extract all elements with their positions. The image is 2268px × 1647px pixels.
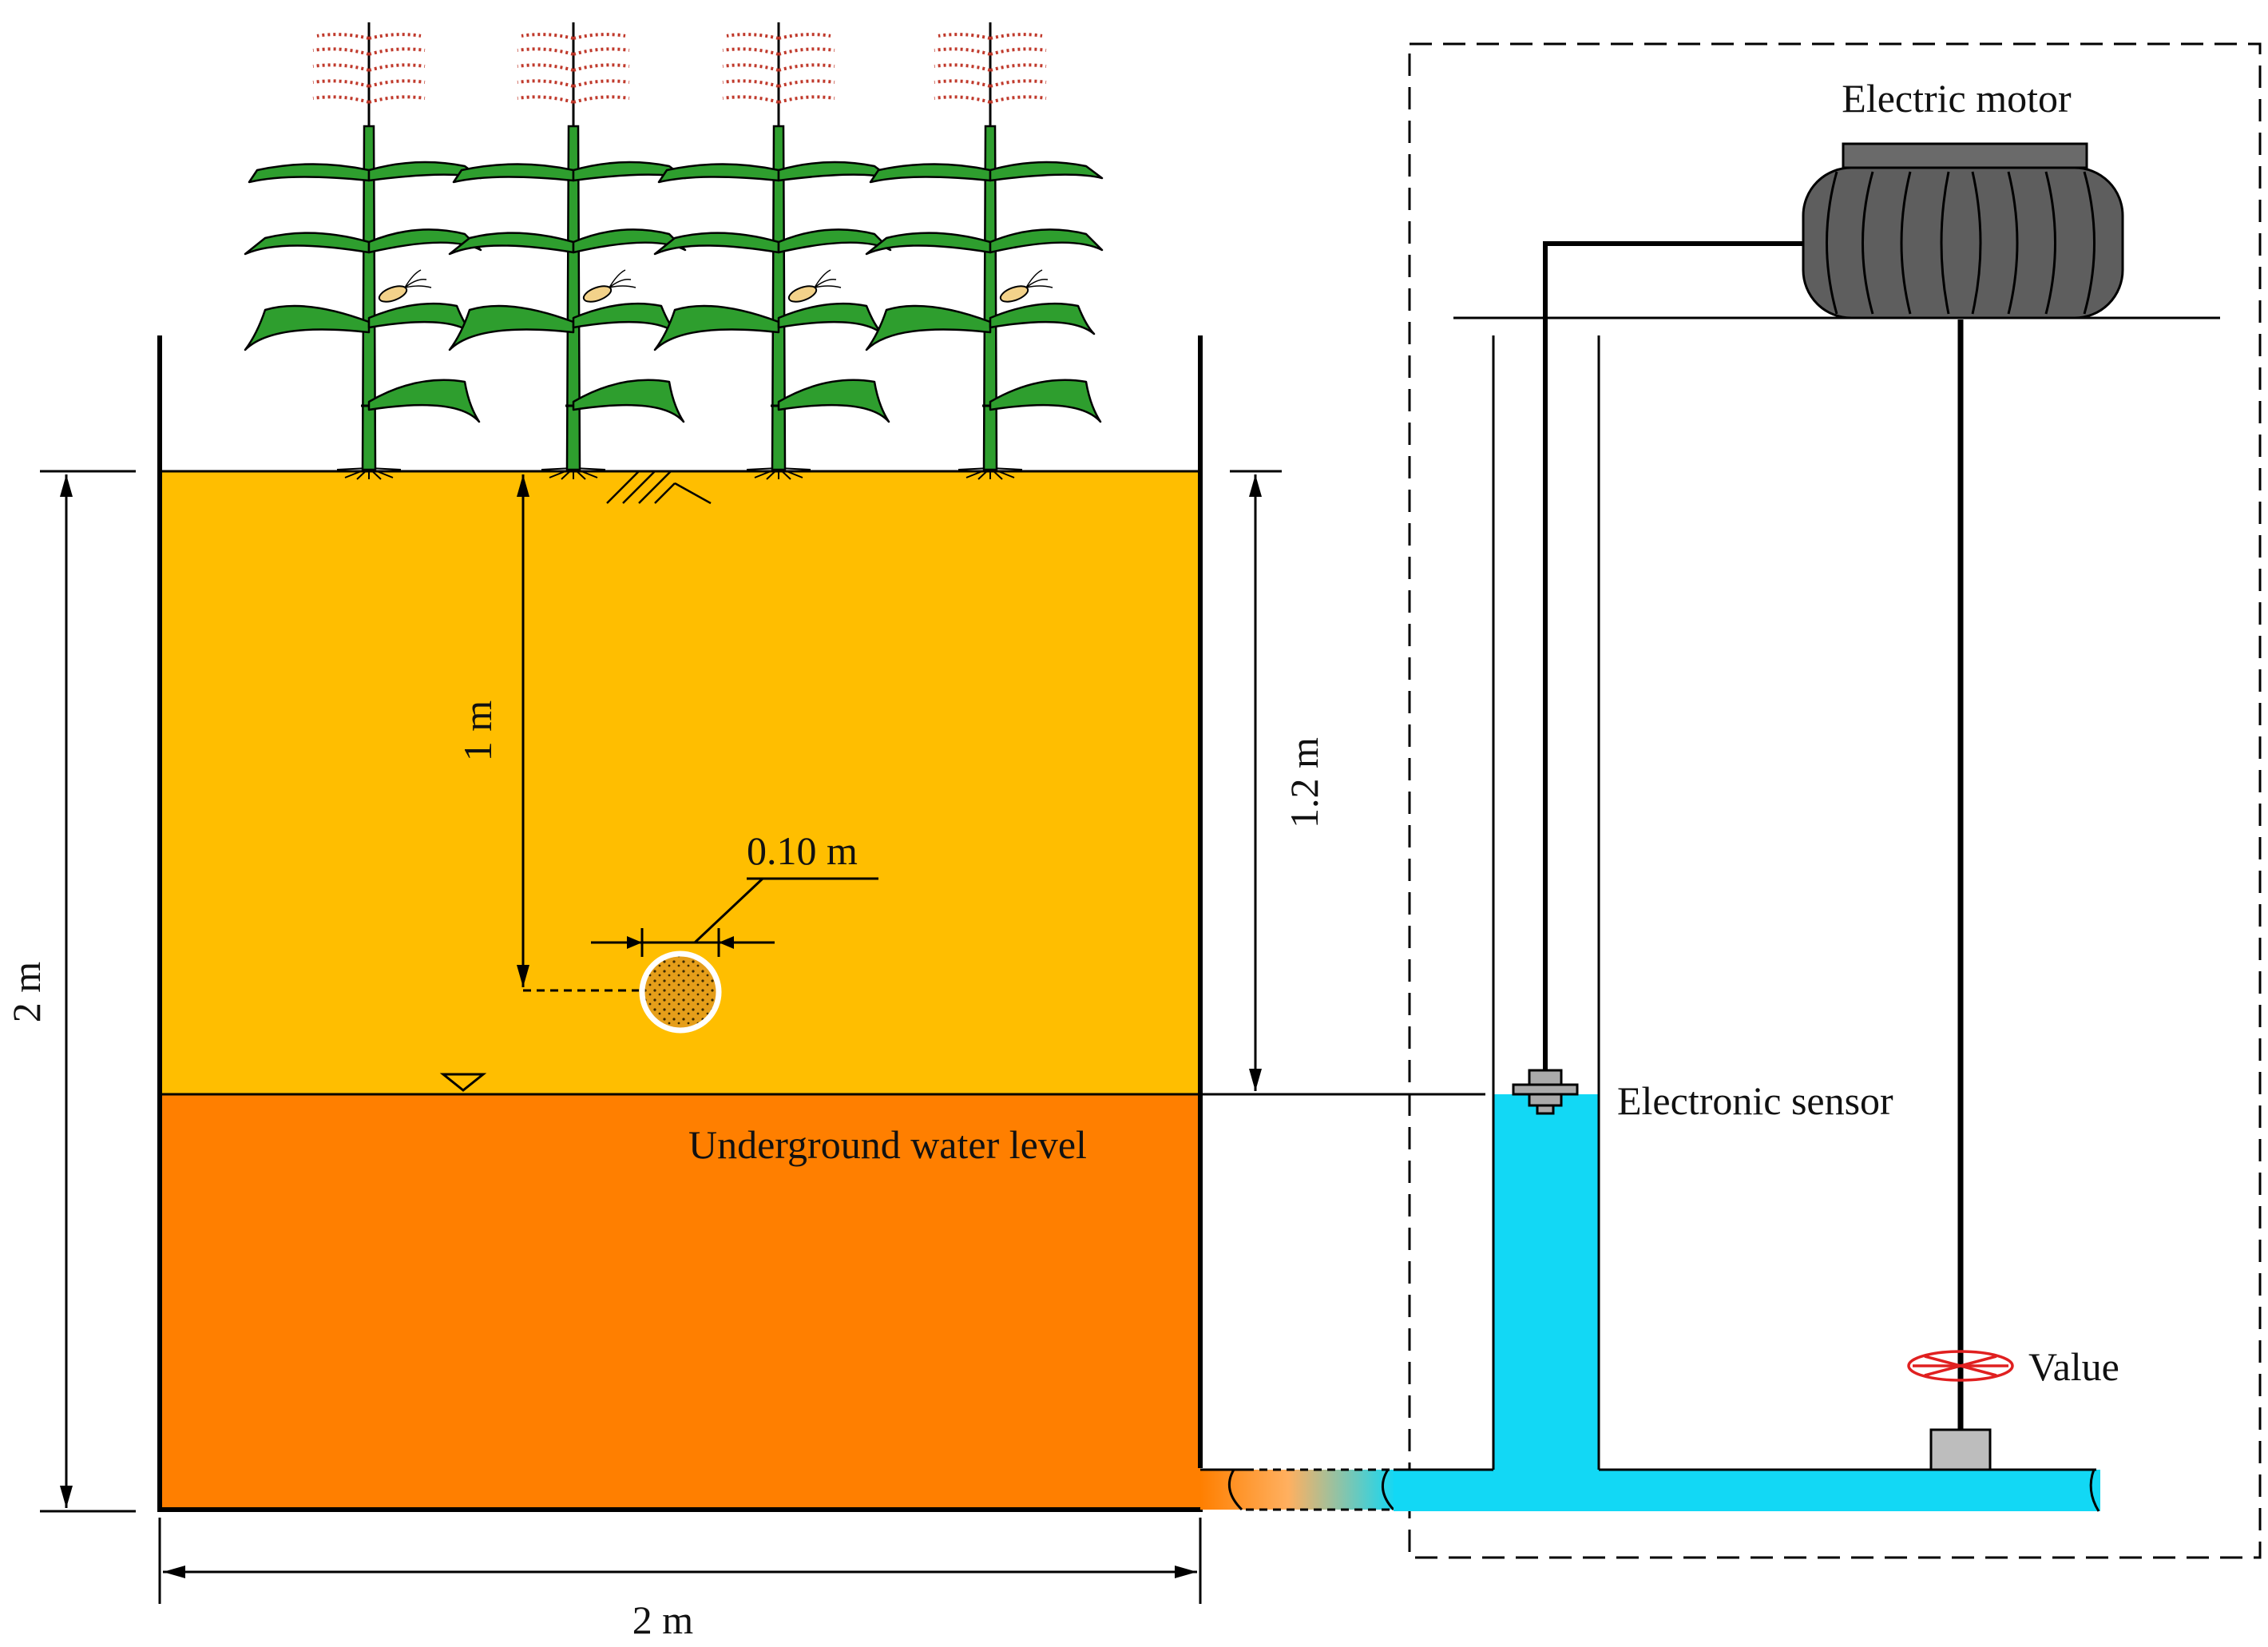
sensor-wire <box>1543 241 1803 1070</box>
valve-label: Value <box>2028 1344 2119 1389</box>
ground-surface-symbol <box>606 470 712 505</box>
valve-icon <box>1907 1350 2014 1382</box>
supply-pipe <box>1394 1470 2100 1511</box>
electric-motor-icon <box>1802 142 2124 319</box>
buried-pipe-icon <box>639 950 722 1034</box>
valve-body <box>1929 1428 1992 1471</box>
connecting-pipe <box>1200 1470 1396 1510</box>
water-level-label: Underground water level <box>688 1122 1087 1167</box>
corn-plant-icon <box>653 21 892 481</box>
electronic-sensor-label: Electronic sensor <box>1617 1078 1893 1123</box>
width-label: 2 m <box>632 1597 694 1642</box>
corn-plant-icon <box>244 21 482 481</box>
corn-plant-icon <box>865 21 1104 481</box>
control-unit-boundary <box>1408 42 2262 1559</box>
electric-motor-label: Electric motor <box>1842 76 2072 121</box>
electronic-sensor-icon <box>1512 1069 1579 1115</box>
pipe-depth-label: 1 m <box>455 700 500 762</box>
water-table-depth-label: 1.2 m <box>1282 737 1326 828</box>
water-table-marker-icon <box>439 1073 487 1092</box>
saturated-soil-zone <box>160 1094 1200 1510</box>
pipe-diameter-label: 0.10 m <box>747 828 858 873</box>
corn-plant-icon <box>448 21 687 481</box>
sensor-water-column <box>1493 1094 1599 1470</box>
height-label: 2 m <box>4 962 49 1023</box>
